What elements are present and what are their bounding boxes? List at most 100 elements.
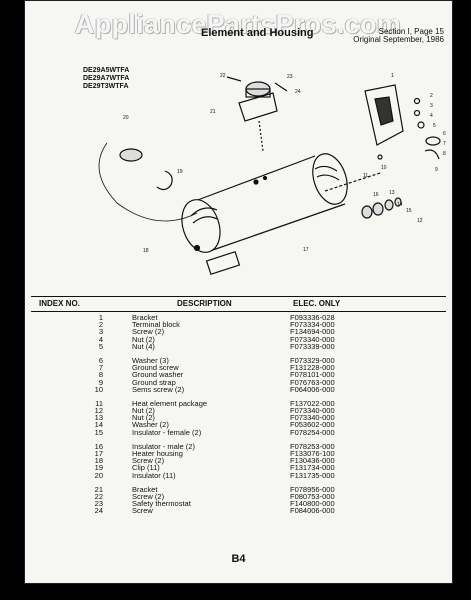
part-description: Washer (2) — [132, 420, 169, 430]
part-number: F053602-000 — [290, 420, 335, 430]
parts-row: 19 Clip (11) F131734-000 — [31, 463, 446, 473]
parts-row: 4 Nut (2) F073340-000 — [31, 334, 446, 344]
part-number: F078253-000 — [290, 441, 335, 451]
part-description: Nut (2) — [132, 406, 155, 416]
index-number: 20 — [94, 470, 103, 480]
part-number: F073340-000 — [290, 334, 335, 344]
part-number: F130436-000 — [290, 456, 335, 466]
parts-row: 7 Ground screw F131228-000 — [31, 363, 446, 373]
index-number: 4 — [98, 334, 103, 344]
part-number: F131228-000 — [290, 363, 335, 373]
model-number: DE29A5WTFA — [83, 67, 130, 74]
model-list: DE29A5WTFA DE29A7WTFA DE29T3WTFA — [83, 67, 129, 91]
callout-9: 9 — [435, 167, 438, 173]
parts-table-header: INDEX NO. DESCRIPTION ELEC. ONLY — [31, 296, 446, 312]
page-title: Element and Housing — [201, 27, 314, 39]
part-description: Insulator - female (2) — [132, 427, 202, 437]
index-number: 6 — [98, 355, 103, 365]
callout-2: 2 — [430, 93, 433, 99]
column-elec-only: ELEC. ONLY — [293, 299, 341, 308]
part-description: Heater housing — [132, 449, 183, 458]
callout-24: 24 — [295, 89, 301, 95]
watermark: AppliancePartsPros.com — [74, 9, 402, 39]
callout-10: 10 — [381, 165, 387, 171]
part-number: F073329-000 — [290, 355, 335, 365]
callout-8: 8 — [443, 151, 446, 157]
index-number: 10 — [94, 384, 103, 394]
callout-20: 20 — [123, 115, 129, 121]
exploded-diagram: 1 2 3 4 5 6 7 8 9 10 11 12 13 14 15 16 1… — [98, 73, 446, 276]
index-number: 14 — [94, 420, 103, 430]
index-number: 7 — [98, 363, 103, 373]
callout-17: 17 — [303, 247, 309, 253]
index-number: 5 — [98, 341, 103, 351]
part-description: Screw — [132, 506, 153, 516]
index-number: 23 — [94, 499, 103, 509]
part-number: F080753-000 — [290, 491, 335, 501]
part-description: Screw (2) — [132, 327, 165, 337]
callout-22: 22 — [220, 73, 226, 79]
part-number: F134694-000 — [290, 327, 335, 337]
part-number: F131734-000 — [290, 463, 335, 473]
index-number: 15 — [94, 427, 103, 437]
model-number: DE29T3WTFA — [83, 83, 129, 90]
part-description: Bracket — [132, 484, 158, 494]
part-description: Screw (2) — [132, 456, 165, 466]
part-description: Nut (2) — [132, 334, 155, 344]
thermostat-drawing — [226, 76, 288, 152]
index-number: 22 — [94, 491, 103, 501]
part-description: Terminal block — [132, 320, 180, 330]
part-description: Ground strap — [132, 377, 176, 387]
callout-6: 6 — [443, 131, 446, 137]
part-description: Insulator - male (2) — [132, 441, 195, 451]
parts-row: 18 Screw (2) F130436-000 — [31, 456, 446, 466]
index-number: 18 — [94, 456, 103, 466]
part-description: Ground screw — [132, 363, 179, 373]
part-number: F131735-000 — [290, 470, 335, 480]
part-description: Heat element package — [132, 398, 208, 408]
section-info: Section I, Page 15 Original September, 1… — [353, 28, 444, 44]
index-number: 9 — [98, 377, 103, 387]
index-number: 16 — [94, 441, 103, 451]
part-description: Screw (2) — [132, 491, 165, 501]
part-number: F078254-000 — [290, 427, 335, 437]
callout-14: 14 — [397, 202, 403, 208]
model-number: DE29A7WTFA — [83, 75, 130, 82]
part-number: F073334-000 — [290, 320, 335, 330]
index-number: 3 — [98, 327, 103, 337]
callout-21: 21 — [210, 109, 216, 115]
index-number: 19 — [94, 463, 103, 473]
part-number: F073340-000 — [290, 413, 335, 423]
part-description: Safety thermostat — [132, 499, 191, 509]
part-number: F084006-000 — [290, 506, 335, 516]
date-line: Original September, 1986 — [353, 35, 444, 44]
parts-row: 16 Insulator - male (2) F078253-000 — [31, 441, 446, 451]
part-number: F140800-000 — [290, 499, 335, 509]
part-number: F073339-000 — [290, 341, 335, 351]
column-description: DESCRIPTION — [177, 299, 232, 308]
part-description: Bracket — [132, 313, 158, 322]
parts-row: 23 Safety thermostat F140800-000 — [31, 499, 446, 509]
callout-15: 15 — [406, 208, 412, 214]
part-number: F093336-028 — [290, 313, 335, 322]
part-description: Sems screw (2) — [132, 384, 185, 394]
callout-18: 18 — [143, 248, 149, 254]
part-description: Clip (11) — [132, 463, 160, 473]
callout-12: 12 — [417, 218, 423, 224]
page-code: B4 — [231, 553, 246, 565]
index-number: 24 — [94, 506, 103, 516]
index-number: 1 — [98, 313, 103, 322]
index-number: 21 — [94, 484, 103, 494]
